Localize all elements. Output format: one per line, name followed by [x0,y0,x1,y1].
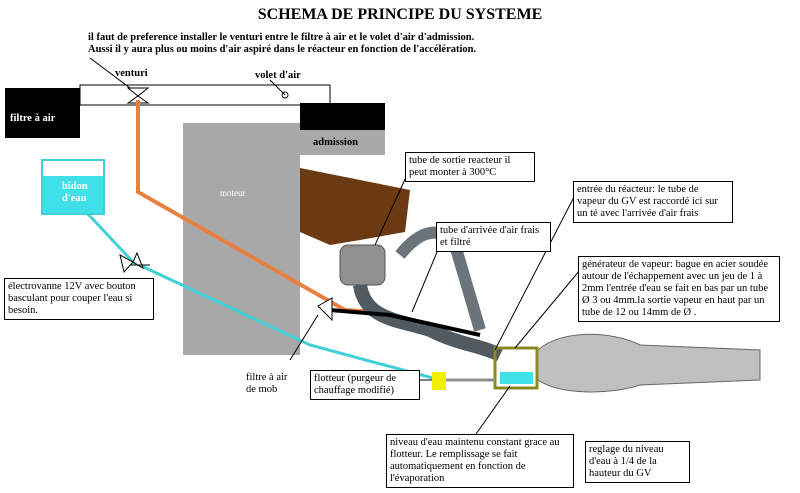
water-level-label: niveau d'eau maintenu constant grace au … [386,434,574,488]
admission-body [300,130,385,155]
mob-filter-label: filtre à air de mob [246,372,288,395]
air-intake-tube [353,283,504,362]
water-line [86,212,441,382]
exhaust-manifold [300,168,410,245]
turbo-housing [339,244,386,286]
steam-generator-label: générateur de vapeur: bague en acier sou… [578,256,780,322]
engine-label: moteur [220,188,246,198]
mob-air-filter [317,297,333,322]
admission-block [300,103,385,130]
outlet-tube-label: tube de sortie reacteur il peut monter à… [405,152,535,182]
water-fill [43,176,103,213]
intake-duct [79,84,331,106]
fresh-air-line [329,308,481,337]
air-filter-label: filtre à air [10,113,56,124]
water-tank-label: bidon d'eau [62,181,88,204]
electrovalve-label: électrovanne 12V avec bouton basculant p… [4,278,154,320]
venturi-symbol [126,87,150,104]
electrovalve-symbol [119,251,145,274]
reactor-inlet-label: entrée du réacteur: le tube de vapeur du… [573,181,733,223]
float-label: flotteur (purgeur de chauffage modifié) [310,370,420,400]
intro-text: il faut de preference installer le ventu… [88,32,477,55]
fresh-air-tube-label: tube d'arrivée d'air frais et filtré [436,222,551,252]
catalytic-converter [537,333,761,393]
admission-label: admission [313,137,358,148]
diagram-title: SCHEMA DE PRINCIPE DU SYSTEME [257,6,543,23]
leader-lines [89,57,581,435]
steam-generator-water [500,372,533,384]
throttle-label: volet d'air [255,70,301,81]
engine-block [183,123,300,355]
venturi-label: venturi [115,68,148,79]
steam-generator [493,346,539,390]
air-filter-block [5,88,80,138]
level-adjust-label: reglage du niveau d'eau à 1/4 de la haut… [585,441,690,483]
float-purger [432,372,446,390]
